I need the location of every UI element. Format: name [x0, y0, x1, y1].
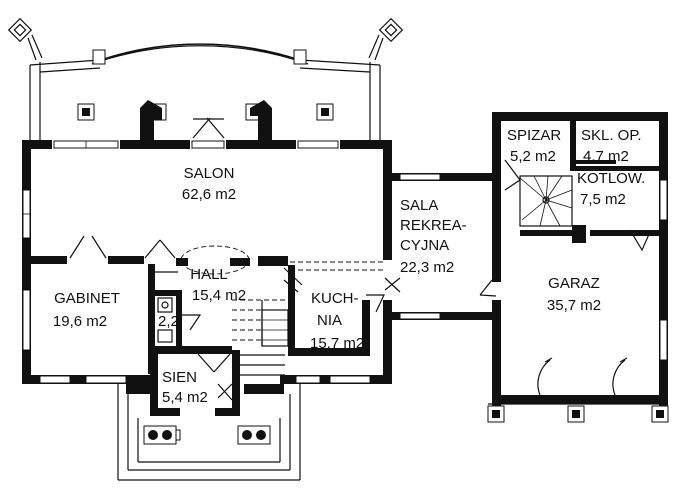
room-salon: SALON 62,6 m2 — [182, 165, 236, 203]
room-area: 15,4 m2 — [192, 287, 246, 304]
room-kotlownia: KOTLOW. 7,5 m2 — [577, 170, 645, 208]
room-area: 4,7 m2 — [583, 148, 629, 165]
room-hall: HALL 15,4 m2 — [190, 266, 246, 304]
porch — [117, 384, 301, 481]
room-area: 22,3 m2 — [400, 259, 454, 276]
room-area: 7,5 m2 — [580, 191, 626, 208]
room-name-line-2: NIA — [317, 312, 342, 329]
room-sien: SIEN 5,4 m2 — [162, 369, 208, 406]
room-name-line-1: KUCH- — [311, 290, 359, 307]
room-name: HALL — [190, 266, 228, 283]
room-name-line-2: REKREA- — [400, 217, 467, 234]
room-wc: 2,2 — [158, 313, 179, 330]
room-labels: SALON 62,6 m2 SALA REKREA- CYJNA 22,3 m2… — [53, 127, 645, 406]
room-sala-rekreacyjna: SALA REKREA- CYJNA 22,3 m2 — [400, 197, 467, 276]
room-name: KOTLOW. — [577, 170, 645, 187]
room-name: SIEN — [162, 369, 197, 386]
room-gabinet: GABINET 19,6 m2 — [53, 290, 120, 330]
room-name: SKL. OP. — [581, 127, 642, 144]
room-area: 62,6 m2 — [182, 186, 236, 203]
porch-column-right — [237, 425, 271, 445]
room-garaz: GARAZ 35,7 m2 — [547, 275, 601, 314]
room-area: 19,6 m2 — [53, 313, 107, 330]
room-area: 5,4 m2 — [162, 389, 208, 406]
room-kuchnia: KUCH- NIA 15,7 m2 — [310, 290, 364, 352]
room-sklad-opalu: SKL. OP. 4,7 m2 — [581, 127, 642, 165]
room-spizarnia: SPIZAR 5,2 m2 — [507, 127, 561, 165]
room-name: GABINET — [54, 290, 120, 307]
room-name: SPIZAR — [507, 127, 561, 144]
room-name: GARAZ — [548, 275, 600, 292]
room-area: 2,2 — [158, 313, 179, 330]
room-area: 35,7 m2 — [547, 297, 601, 314]
corner-ornament-right — [368, 17, 404, 61]
wc-fixtures — [150, 271, 178, 343]
room-area: 15,7 m2 — [310, 335, 364, 352]
terrace-columns — [77, 103, 334, 121]
corner-ornament-left — [7, 17, 43, 61]
room-area: 5,2 m2 — [510, 148, 556, 165]
room-name-line-3: CYJNA — [400, 237, 449, 254]
room-name-line-1: SALA — [400, 197, 438, 214]
doors — [69, 117, 651, 401]
room-name: SALON — [184, 165, 235, 182]
porch-column-left — [143, 425, 177, 445]
stairs — [232, 175, 573, 376]
